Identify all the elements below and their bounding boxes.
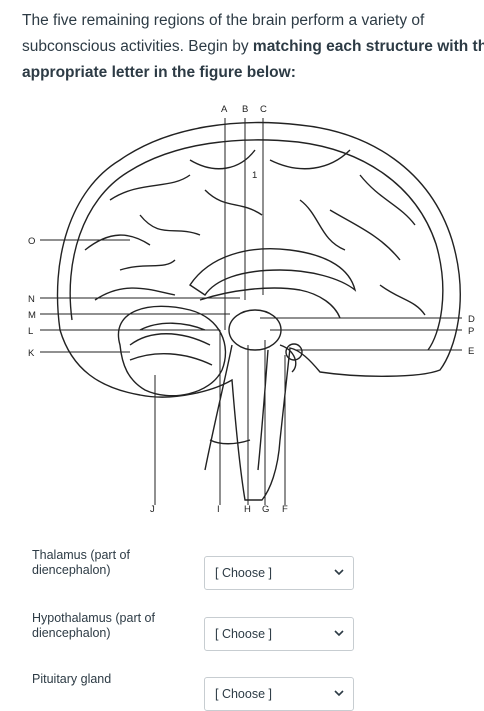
answer-label: Hypothalamus (part of diencephalon): [32, 611, 155, 640]
cerebrum-outline: [56, 121, 461, 501]
select-value: [ Choose ]: [215, 566, 272, 580]
label-a: A: [221, 104, 228, 115]
select-value: [ Choose ]: [215, 687, 272, 701]
chevron-down-icon: [334, 569, 344, 576]
label-e: E: [468, 346, 474, 357]
label-k: K: [28, 348, 35, 359]
brainstem: [204, 344, 269, 471]
label-b: B: [242, 104, 248, 115]
select-value: [ Choose ]: [215, 627, 272, 641]
chevron-down-icon: [334, 630, 344, 637]
label-m: M: [28, 310, 36, 321]
label-p: P: [468, 326, 474, 337]
answer-label: Pituitary gland: [32, 672, 112, 686]
corpus-callosum: [189, 248, 357, 296]
label-g: G: [262, 504, 269, 515]
label-i: I: [217, 504, 220, 515]
figure-mark: 1: [252, 170, 257, 181]
pituitary-select[interactable]: [ Choose ]: [204, 677, 354, 711]
label-j: J: [150, 504, 155, 515]
hypothalamus-select[interactable]: [ Choose ]: [204, 617, 354, 651]
chevron-down-icon: [334, 690, 344, 697]
brain-figure: A B C O N M L K D P E J I H G F 1: [28, 104, 475, 515]
label-d: D: [468, 314, 475, 325]
question-prompt: The five remaining regions of the brain …: [22, 8, 484, 86]
question-line-2: subconscious activities. Begin by matchi…: [22, 38, 484, 55]
label-c: C: [260, 104, 267, 115]
answer-label: Thalamus (part of diencephalon): [32, 548, 130, 577]
thalamus-select[interactable]: [ Choose ]: [204, 556, 354, 590]
question-line-3: appropriate letter in the figure below:: [22, 64, 296, 81]
cerebellum: [117, 305, 227, 397]
label-n: N: [28, 294, 35, 305]
label-f: F: [282, 504, 288, 515]
label-h: H: [244, 504, 251, 515]
label-l: L: [28, 326, 33, 337]
label-o: O: [28, 236, 35, 247]
question-line-1: The five remaining regions of the brain …: [22, 12, 425, 29]
